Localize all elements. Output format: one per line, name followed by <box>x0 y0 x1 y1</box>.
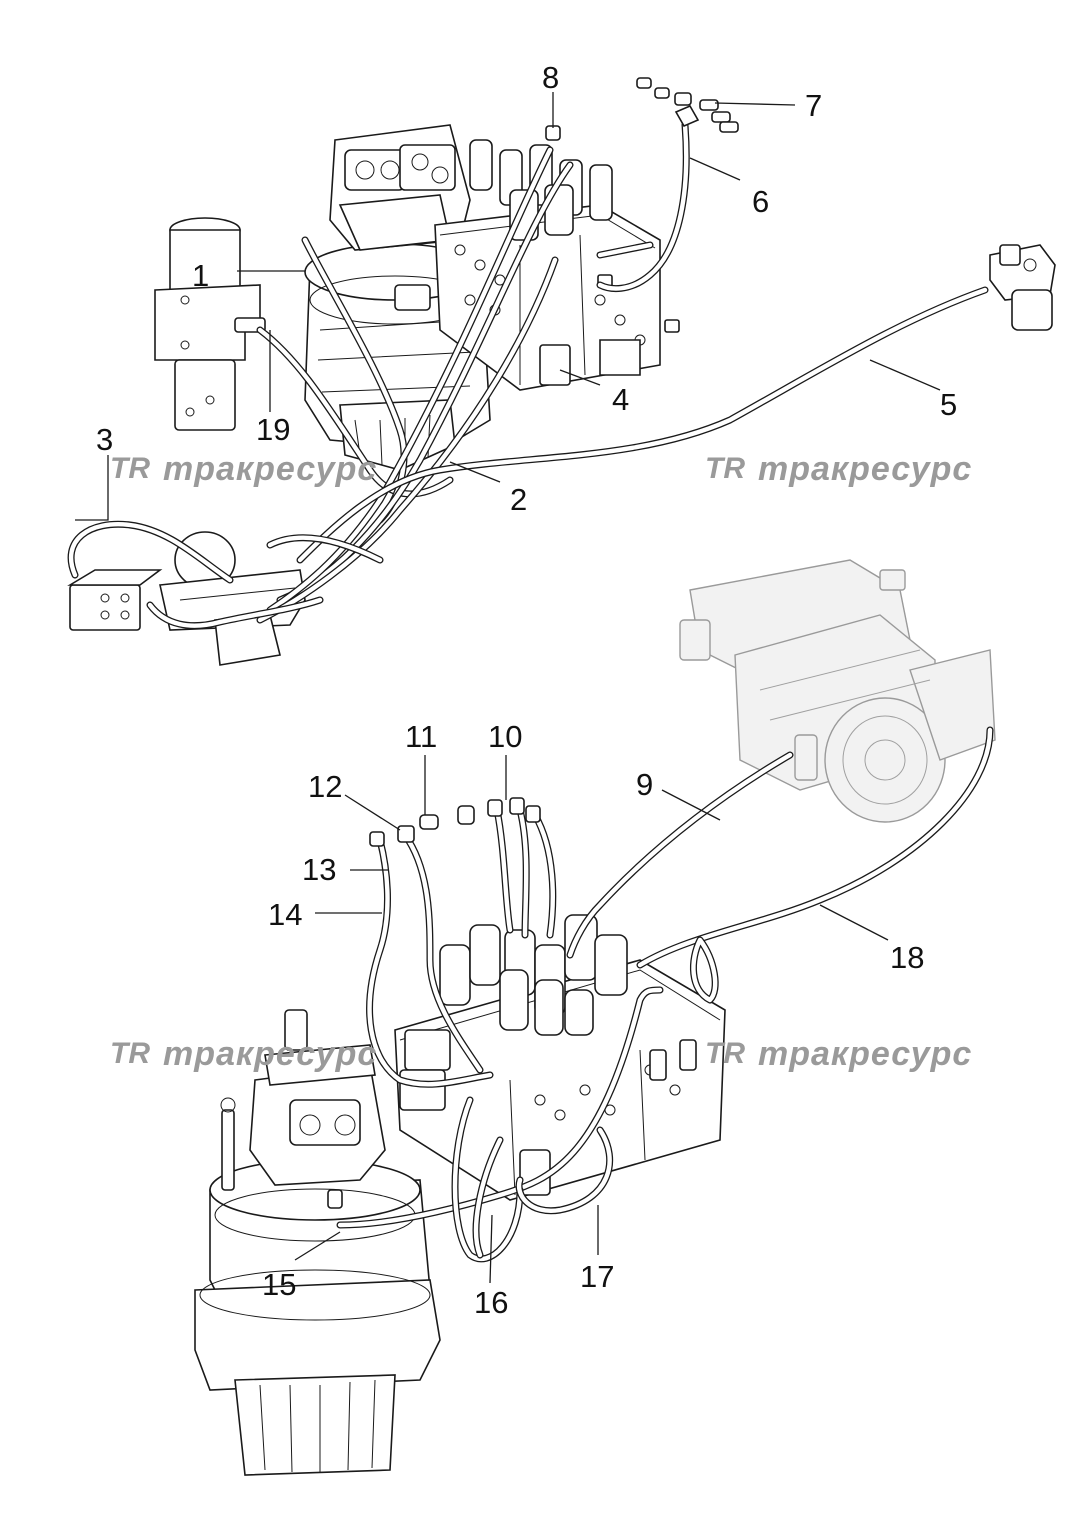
watermark-logo: TR <box>705 1037 745 1070</box>
watermark-text: тракресурс <box>758 450 972 488</box>
callout-10: 10 <box>488 719 522 754</box>
watermark-text: тракресурс <box>163 1035 377 1073</box>
upper-assembly <box>67 77 1056 666</box>
swing-motor-lower <box>194 1009 441 1476</box>
watermark-text: тракресурс <box>163 450 377 488</box>
swivel-joint-left <box>154 217 266 431</box>
callout-12: 12 <box>308 769 342 804</box>
watermark-2: TR тракресурс <box>705 450 972 488</box>
watermark-1: TR тракресурс <box>110 450 377 488</box>
callout-14: 14 <box>268 897 302 932</box>
callout-4: 4 <box>612 382 629 417</box>
callout-3: 3 <box>96 422 113 457</box>
watermark-logo: TR <box>110 452 150 485</box>
lower-hoses <box>336 726 994 1263</box>
callout-11: 11 <box>405 719 437 754</box>
loose-fittings-lower <box>369 797 541 847</box>
callout-17: 17 <box>580 1259 614 1294</box>
callout-numbers: 1 2 3 4 5 6 7 8 19 9 10 11 12 13 14 15 1… <box>96 60 957 1320</box>
callout-1: 1 <box>192 258 209 293</box>
callout-9: 9 <box>636 767 653 802</box>
callout-8: 8 <box>542 60 559 95</box>
watermark-4: TR тракресурс <box>705 1035 972 1073</box>
callout-16: 16 <box>474 1285 508 1320</box>
watermark-text: тракресурс <box>758 1035 972 1073</box>
leader-lines <box>75 92 941 1284</box>
callout-18: 18 <box>890 940 924 975</box>
loose-fittings-upper <box>545 77 739 141</box>
control-valve-lower <box>394 914 726 1201</box>
callout-13: 13 <box>302 852 336 887</box>
callout-6: 6 <box>752 184 769 219</box>
callout-15: 15 <box>262 1267 296 1302</box>
lower-assembly <box>194 559 996 1476</box>
watermark-3: TR тракресурс <box>110 1035 377 1073</box>
callout-7: 7 <box>805 88 822 123</box>
watermark-logo: TR <box>110 1037 150 1070</box>
callout-19: 19 <box>256 412 290 447</box>
callout-2: 2 <box>510 482 527 517</box>
main-pump <box>679 559 996 823</box>
upper-hoses <box>67 121 989 630</box>
callout-5: 5 <box>940 387 957 422</box>
swivel-joint-right <box>989 244 1056 331</box>
watermark-logo: TR <box>705 452 745 485</box>
